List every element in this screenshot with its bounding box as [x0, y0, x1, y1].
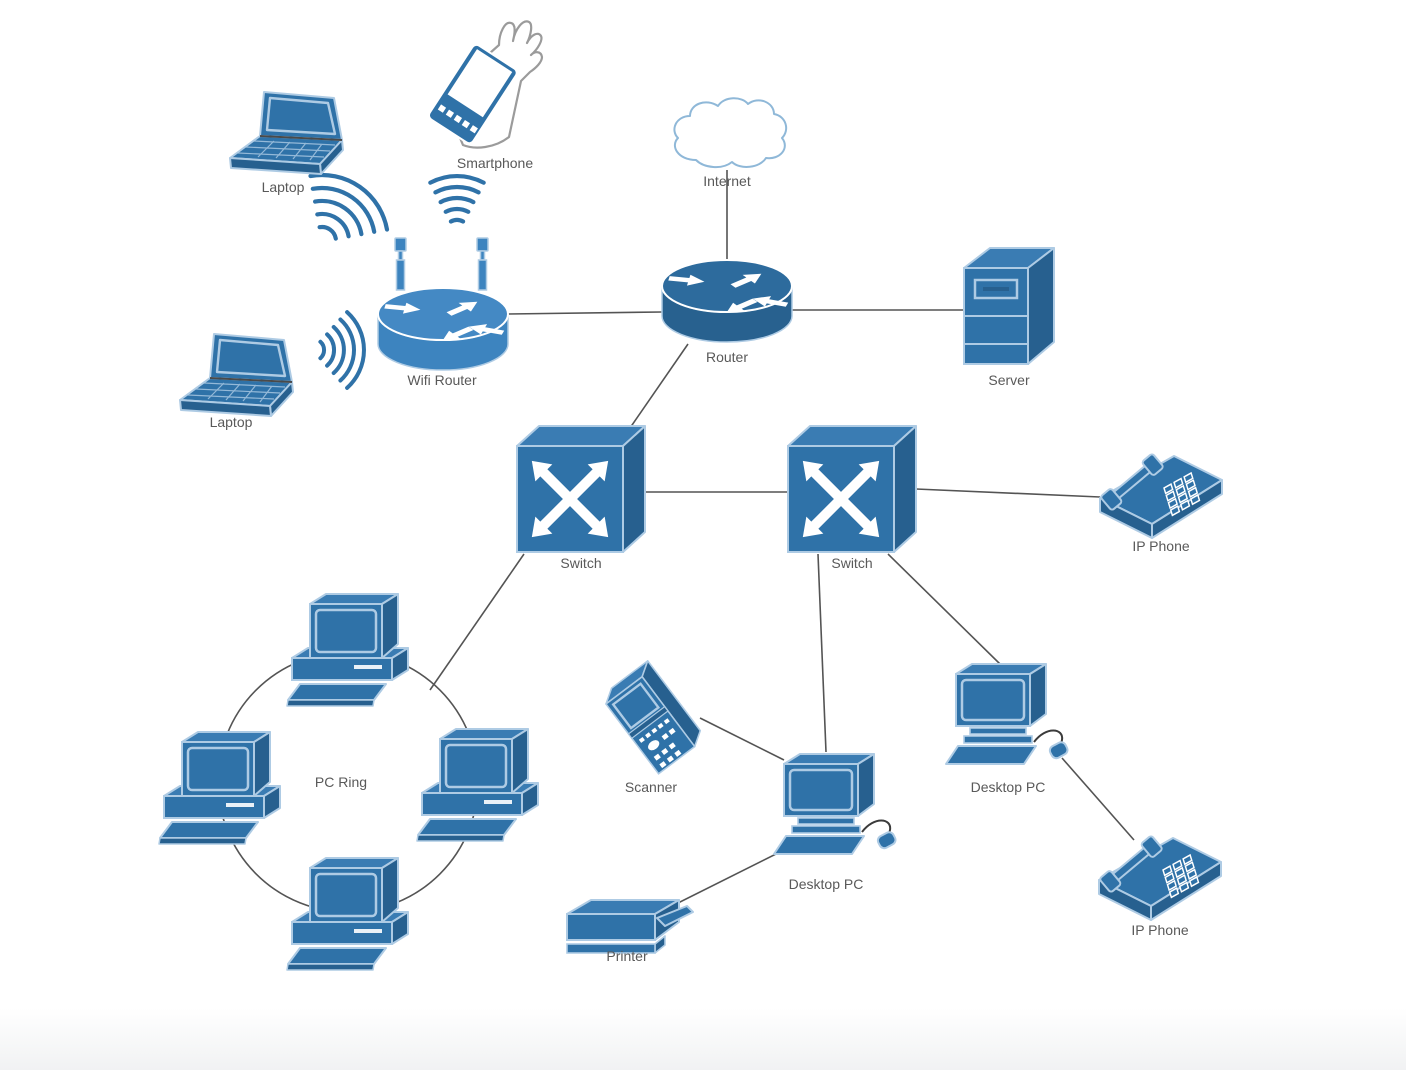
node-pc-ring-label: PC Ring: [315, 774, 367, 790]
connection-desktop-right-ipphone-bottom: [1061, 757, 1135, 841]
node-laptop-top[interactable]: Laptop: [228, 90, 345, 195]
switch-icon: [517, 426, 645, 552]
connection-switch-right-desktop-center: [817, 553, 827, 753]
connection-router-switch-left: [629, 343, 689, 429]
connections: [429, 170, 1135, 913]
node-internet[interactable]: Internet: [673, 97, 788, 189]
node-desktop-pc-right[interactable]: Desktop PC: [944, 662, 1071, 795]
wireless-signal-smartphone-icon: [428, 174, 486, 224]
node-switch-right-label: Switch: [831, 555, 872, 571]
node-desktop-pc-center[interactable]: Desktop PC: [772, 752, 899, 892]
node-switch-right[interactable]: Switch: [788, 426, 916, 571]
connection-switch-left-pcring: [429, 553, 525, 691]
node-laptop-left[interactable]: Laptop: [178, 332, 295, 430]
node-ip-phone-top-label: IP Phone: [1132, 538, 1190, 554]
node-ip-phone-top[interactable]: IP Phone: [1099, 452, 1223, 554]
connection-printer-desktop-center: [659, 847, 789, 913]
node-server-label: Server: [988, 372, 1030, 388]
node-scanner[interactable]: Scanner: [599, 659, 708, 795]
node-router-label: Router: [706, 349, 748, 365]
internet-cloud-icon: [673, 97, 788, 169]
node-wifi-router[interactable]: Wifi Router: [378, 238, 508, 388]
node-scanner-label: Scanner: [625, 779, 677, 795]
switch-icon: [788, 426, 916, 552]
node-switch-left-label: Switch: [560, 555, 601, 571]
connection-switch-right-desktop-right: [887, 553, 1001, 665]
router-icon: [662, 260, 792, 342]
node-printer[interactable]: Printer: [566, 899, 694, 964]
node-internet-label: Internet: [703, 173, 751, 189]
node-server[interactable]: Server: [962, 246, 1056, 388]
wireless-signal-laptop-top-icon: [308, 172, 390, 241]
connection-scanner-desktop-center: [699, 717, 785, 761]
connection-switch-right-ipphone-top: [915, 488, 1101, 498]
node-smartphone-label: Smartphone: [457, 155, 533, 171]
node-laptop-top-label: Laptop: [262, 179, 305, 195]
node-desktop-pc-center-label: Desktop PC: [789, 876, 864, 892]
server-icon: [962, 246, 1056, 366]
footer-strip: [0, 1008, 1406, 1070]
node-printer-label: Printer: [606, 948, 648, 964]
connection-wifirouter-router: [507, 311, 663, 315]
node-ip-phone-bottom-label: IP Phone: [1131, 922, 1189, 938]
node-pc-ring[interactable]: PC Ring: [157, 592, 540, 972]
node-ip-phone-bottom[interactable]: IP Phone: [1098, 834, 1222, 938]
node-smartphone[interactable]: Smartphone: [425, 20, 544, 171]
node-switch-left[interactable]: Switch: [517, 426, 645, 571]
wireless-signal-laptop-left-icon: [318, 310, 366, 390]
node-wifi-router-label: Wifi Router: [407, 372, 477, 388]
node-desktop-pc-right-label: Desktop PC: [971, 779, 1046, 795]
node-router[interactable]: Router: [662, 260, 792, 365]
node-laptop-left-label: Laptop: [210, 414, 253, 430]
